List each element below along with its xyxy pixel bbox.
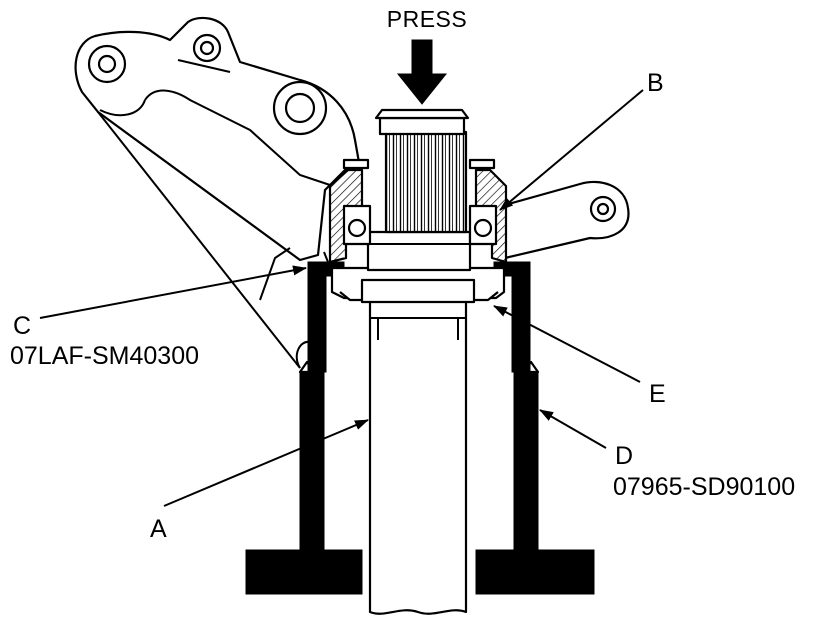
- callout-e-letter: E: [649, 380, 666, 408]
- leader-e: [493, 305, 641, 383]
- leader-lines: [39, 89, 644, 507]
- knuckle-right-arm: [503, 180, 630, 260]
- tool-c-ring: [307, 261, 531, 373]
- leader-c: [39, 265, 307, 319]
- callout-a-letter: A: [150, 515, 167, 543]
- press-label: PRESS: [387, 6, 467, 32]
- callout-c-letter: C: [13, 312, 31, 340]
- tool-d-support: [245, 360, 595, 595]
- bearing-b-right: [468, 204, 498, 246]
- knuckle-bolt-holes: [87, 33, 328, 136]
- hub-shaft-a: [368, 298, 468, 615]
- callout-b-letter: B: [647, 69, 664, 97]
- hub-flange: [330, 230, 506, 304]
- callout-d-letter: D: [615, 442, 633, 470]
- callout-d-part-number: 07965-SD90100: [613, 473, 795, 501]
- press-arrow: [396, 39, 448, 105]
- bearing-b-left: [342, 204, 372, 246]
- leader-d: [539, 409, 607, 449]
- leader-b: [499, 89, 644, 211]
- callout-c-part-number: 07LAF-SM40300: [10, 342, 199, 370]
- splined-stub: [374, 108, 470, 234]
- knuckle-outline: [74, 16, 362, 262]
- leader-a: [163, 419, 369, 507]
